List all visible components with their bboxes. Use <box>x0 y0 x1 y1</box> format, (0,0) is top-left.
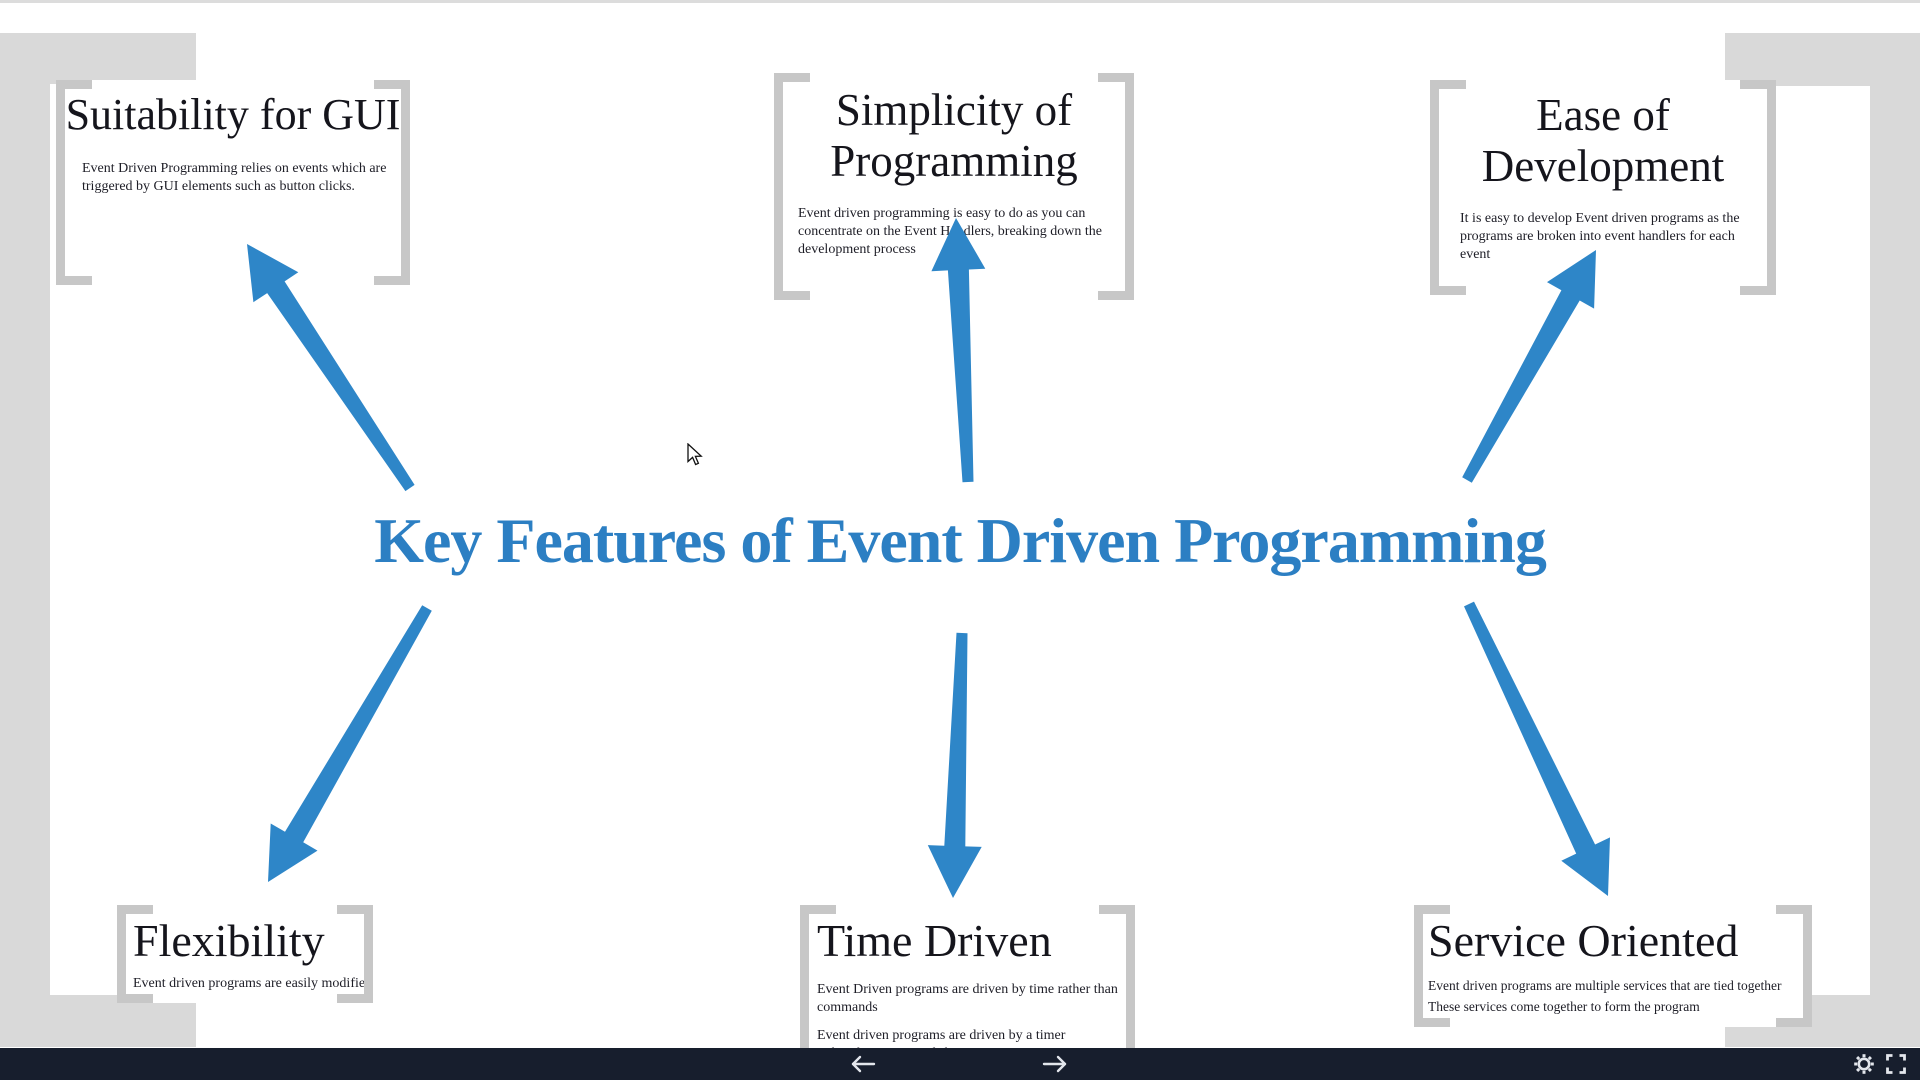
fullscreen-button expand-corners-icon[interactable] <box>1884 1052 1908 1076</box>
center-title[interactable]: Key Features of Event Driven Programming <box>374 505 1547 576</box>
box-title: Time Driven <box>817 915 1052 966</box>
box-title: Suitability for GUI <box>65 90 401 139</box>
topic-box-flexibility[interactable]: Flexibility Event driven programs are ea… <box>117 905 373 1003</box>
bottom-control-bar <box>0 1048 1920 1080</box>
outer-frame-top-left-arm <box>0 33 196 84</box>
bracket-left <box>1430 80 1466 295</box>
outer-frame-bottom-left-arm <box>0 995 196 1047</box>
topic-box-service-oriented[interactable]: Service Oriented Event driven programs a… <box>1414 905 1812 1027</box>
bracket-right <box>374 80 410 285</box>
body-paragraph: Event driven programs are multiple servi… <box>1428 977 1782 993</box>
body-paragraph: These services come together to form the… <box>1428 999 1700 1015</box>
box-title: Service Oriented <box>1428 915 1739 966</box>
previous-step-button arrow-left-icon[interactable] <box>845 1051 881 1077</box>
outer-frame-left-strip <box>0 33 50 1047</box>
box-title: Ease of Development <box>1481 90 1725 191</box>
box-body: Event driven programs are multiple servi… <box>1428 977 1812 1016</box>
bracket-left <box>1414 905 1450 1027</box>
topic-box-suitability-for-gui[interactable]: Suitability for GUI Event Driven Program… <box>56 80 410 285</box>
topic-box-simplicity-of-programming[interactable]: Simplicity of Programming Event driven p… <box>774 73 1134 300</box>
connector-arrow-time-driven <box>927 632 982 898</box>
topic-box-ease-of-development[interactable]: Ease of Development It is easy to develo… <box>1430 80 1776 295</box>
box-body: Event driven programming is easy to do a… <box>798 205 1103 257</box>
bracket-right <box>1098 73 1134 300</box>
settings-button gear-icon[interactable] <box>1852 1052 1876 1076</box>
outer-frame-top-right-arm <box>1725 33 1920 86</box>
window-top-edge <box>0 0 1920 3</box>
bracket-right <box>1776 905 1812 1027</box>
connector-arrow-service-oriented <box>1464 601 1610 896</box>
box-body: Event driven programs are easily modifie… <box>133 975 373 991</box>
bracket-left <box>774 73 810 300</box>
next-step-button arrow-right-icon[interactable] <box>1037 1051 1073 1077</box>
bracket-left <box>56 80 92 285</box>
box-title: Flexibility <box>133 915 325 966</box>
box-body: Event Driven Programming relies on event… <box>82 160 387 194</box>
bracket-right <box>1740 80 1776 295</box>
outer-frame-right-strip <box>1870 33 1920 1047</box>
mouse-cursor-icon <box>687 443 703 466</box>
bracket-right <box>337 905 373 1003</box>
body-paragraph: Event Driven programs are driven by time… <box>817 981 1118 1015</box>
box-body: It is easy to develop Event driven progr… <box>1460 210 1740 262</box>
bracket-left <box>117 905 153 1003</box>
box-title: Simplicity of Programming <box>830 85 1078 186</box>
connector-arrow-flexibility <box>268 605 432 882</box>
